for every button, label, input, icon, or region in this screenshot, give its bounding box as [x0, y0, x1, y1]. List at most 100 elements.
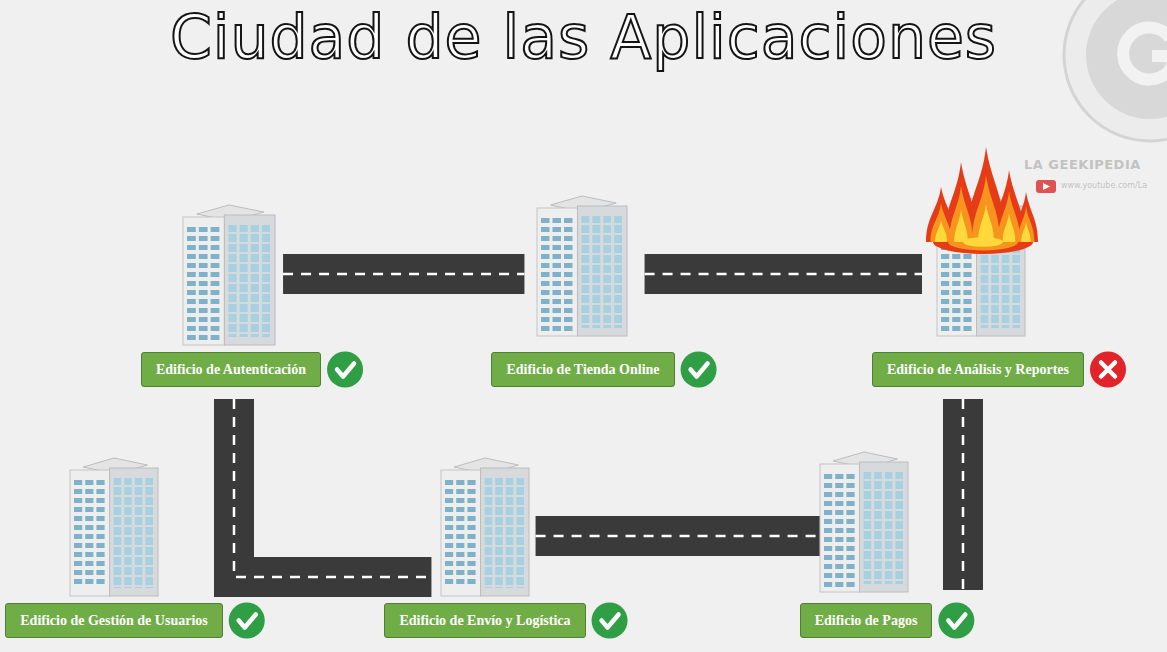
- road-surface: [536, 516, 834, 556]
- window: [85, 561, 93, 566]
- window: [824, 519, 832, 524]
- window: [187, 272, 196, 277]
- window: [74, 480, 82, 485]
- flame: [972, 176, 1000, 243]
- window: [456, 552, 464, 557]
- floor-line: [863, 499, 905, 501]
- window: [846, 546, 854, 551]
- window: [456, 534, 464, 539]
- building: [820, 452, 908, 592]
- window: [445, 480, 453, 485]
- window: [467, 570, 475, 575]
- status-ok: [327, 352, 363, 388]
- window: [211, 263, 220, 268]
- window-strip: [592, 216, 600, 328]
- window: [553, 272, 562, 277]
- window: [564, 263, 573, 268]
- window: [824, 528, 832, 533]
- floor-line: [581, 313, 625, 315]
- building-name: Edificio de Gestión de Usuarios: [20, 612, 207, 629]
- window: [963, 290, 971, 295]
- floor-line: [113, 535, 155, 537]
- floor-line: [581, 293, 625, 295]
- window: [846, 510, 854, 515]
- floor-line: [113, 525, 155, 527]
- floor-line: [863, 559, 905, 561]
- window: [96, 480, 104, 485]
- flame: [1021, 222, 1031, 242]
- window: [467, 579, 475, 584]
- window: [541, 254, 550, 259]
- window: [211, 272, 220, 277]
- floor-line: [227, 272, 272, 274]
- window: [96, 570, 104, 575]
- floor-line: [227, 322, 272, 324]
- window: [211, 281, 220, 286]
- window: [963, 326, 971, 331]
- floor-line: [113, 585, 155, 587]
- window: [941, 272, 949, 277]
- window: [467, 525, 475, 530]
- window: [835, 546, 843, 551]
- window: [467, 534, 475, 539]
- building-node: Edificio de Gestión de Usuarios: [5, 458, 222, 638]
- floor-line: [863, 509, 905, 511]
- floor-line: [581, 243, 625, 245]
- window: [824, 582, 832, 587]
- window: [211, 308, 220, 313]
- window: [456, 498, 464, 503]
- floor-line: [581, 253, 625, 255]
- window: [74, 570, 82, 575]
- tower-face: [537, 208, 578, 336]
- floor-line: [863, 569, 905, 571]
- flame: [978, 204, 994, 242]
- status-ok: [592, 603, 628, 639]
- window: [456, 525, 464, 530]
- watermark-url: www.youtube.com/La: [1061, 181, 1147, 190]
- window: [211, 326, 220, 331]
- building-name: Edificio de Pagos: [815, 612, 918, 629]
- window: [445, 570, 453, 575]
- fire: [926, 147, 1038, 254]
- window-strip: [582, 216, 590, 328]
- check-mark: [602, 615, 619, 628]
- window: [199, 254, 208, 259]
- window: [211, 290, 220, 295]
- window: [941, 326, 949, 331]
- window: [96, 498, 104, 503]
- window-strip: [124, 478, 132, 588]
- building-node: Edificio de Tienda Online: [491, 196, 674, 387]
- window: [467, 480, 475, 485]
- window: [199, 290, 208, 295]
- name-plate: Edificio de Pagos: [800, 603, 933, 638]
- window: [467, 498, 475, 503]
- window: [824, 537, 832, 542]
- name-plate: Edificio de Tienda Online: [491, 352, 674, 387]
- window: [445, 534, 453, 539]
- status-disc: [1090, 352, 1126, 388]
- window: [199, 263, 208, 268]
- window: [467, 543, 475, 548]
- window: [456, 489, 464, 494]
- window-strip: [485, 478, 493, 588]
- flame: [935, 220, 947, 242]
- window: [553, 326, 562, 331]
- window: [456, 480, 464, 485]
- window: [564, 290, 573, 295]
- window: [187, 317, 196, 322]
- floor-line: [581, 273, 625, 275]
- floor-line: [484, 545, 526, 547]
- status-disc: [681, 352, 717, 388]
- window: [74, 543, 82, 548]
- floor-line: [484, 515, 526, 517]
- window: [467, 552, 475, 557]
- window: [941, 254, 949, 259]
- floor-line: [227, 242, 272, 244]
- window: [541, 236, 550, 241]
- tower-face: [183, 217, 224, 345]
- window-strip: [864, 472, 872, 584]
- window: [445, 543, 453, 548]
- window-strip: [145, 478, 153, 588]
- window: [835, 582, 843, 587]
- window: [564, 299, 573, 304]
